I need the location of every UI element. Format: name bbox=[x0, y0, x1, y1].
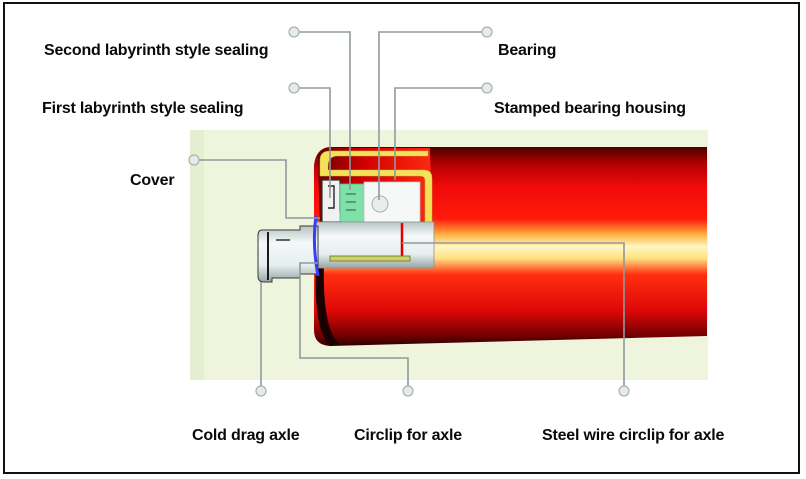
label-bearing: Bearing bbox=[498, 42, 557, 59]
leader-stamped-housing bbox=[394, 87, 487, 180]
dot-steel-wire-circlip bbox=[618, 385, 630, 397]
leader-lines bbox=[194, 31, 625, 391]
dot-circlip-axle bbox=[402, 385, 414, 397]
dot-cold-drag-axle bbox=[255, 385, 267, 397]
leader-bearing bbox=[378, 31, 487, 200]
leader-dots bbox=[188, 26, 630, 397]
roller-lower-edge bbox=[315, 262, 340, 346]
labyrinth-seal bbox=[339, 183, 365, 223]
label-circlip-for-axle: Circlip for axle bbox=[354, 427, 462, 444]
dot-second-seal bbox=[288, 26, 300, 38]
label-stamped-bearing-housing: Stamped bearing housing bbox=[494, 100, 686, 117]
backdrop-shadow bbox=[190, 130, 204, 380]
circlip-blue bbox=[312, 215, 320, 277]
leader-second-seal bbox=[294, 31, 351, 190]
dot-bearing bbox=[481, 26, 493, 38]
label-cover: Cover bbox=[130, 172, 175, 189]
dot-first-seal bbox=[288, 82, 300, 94]
inner-seal-strip bbox=[329, 255, 411, 262]
leader-cover bbox=[194, 159, 320, 219]
label-cold-drag-axle: Cold drag axle bbox=[192, 427, 300, 444]
label-second-labyrinth-seal: Second labyrinth style sealing bbox=[44, 42, 269, 59]
leader-steel-wire-circlip bbox=[402, 242, 625, 391]
bearing-ball bbox=[371, 195, 389, 213]
dot-cover bbox=[188, 154, 200, 166]
leader-first-seal bbox=[294, 87, 331, 198]
dot-stamped-housing bbox=[481, 82, 493, 94]
leader-circlip-axle bbox=[299, 262, 409, 391]
label-first-labyrinth-seal: First labyrinth style sealing bbox=[42, 100, 244, 117]
stamped-housing bbox=[319, 150, 433, 233]
label-steel-wire-circlip: Steel wire circlip for axle bbox=[542, 427, 725, 444]
cover-detail bbox=[328, 185, 335, 209]
